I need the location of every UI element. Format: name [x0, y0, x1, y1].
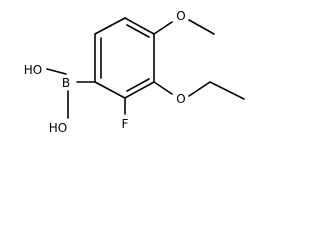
- ring-bond-c5-c6: [124, 17, 155, 35]
- atom-label-methoxy-oxygen: O: [176, 9, 185, 23]
- atom-label-fluorine: F: [122, 117, 129, 131]
- ring-bond-c3-c4: [124, 81, 155, 99]
- bond-ethoxy-oxygen-ch2: [188, 81, 211, 97]
- bond-ring-methoxy-oxygen: [153, 21, 173, 35]
- atom-label-hydroxyl-top: HO: [24, 63, 42, 77]
- ring-bond-c6-c1: [94, 17, 126, 35]
- ring-double-bond-upper: [126, 24, 150, 38]
- atom-label-hydroxyl-bottom: HO: [49, 121, 67, 135]
- atom-label-boron: B: [62, 76, 70, 90]
- bond-ring-ethoxy-oxygen: [153, 81, 173, 95]
- ring-double-bond-lower: [126, 78, 150, 92]
- atom-label-ethoxy-oxygen: O: [176, 92, 185, 106]
- molecule-diagram: B HO HO F O O: [24, 9, 245, 135]
- bond-ethoxy-ch2-ch3: [209, 81, 245, 100]
- ring-bond-c2-c3: [94, 81, 126, 99]
- bond-methoxy-oxygen-ch3: [188, 19, 215, 35]
- bond-boron-oh-top: [46, 68, 67, 75]
